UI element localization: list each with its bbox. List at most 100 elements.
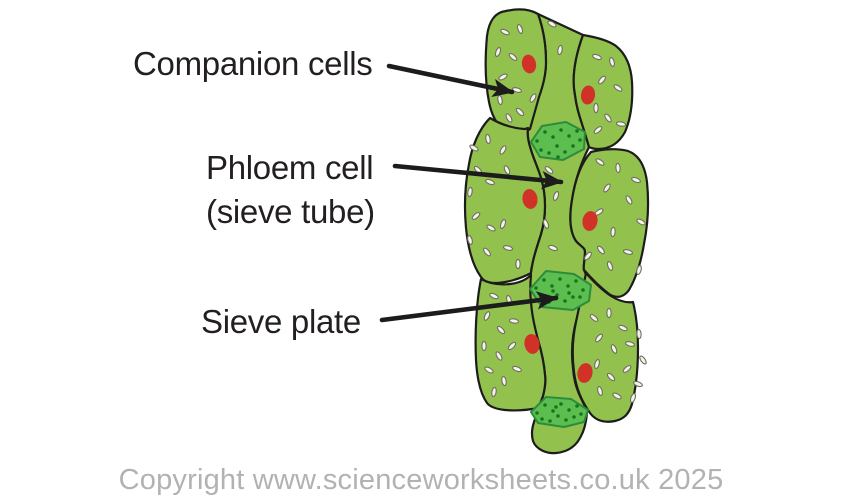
- organelle: [483, 311, 491, 321]
- organelle: [496, 325, 506, 335]
- organelle: [595, 158, 605, 166]
- nucleus: [522, 189, 538, 209]
- label-arrow: [392, 163, 564, 190]
- sieve-pore-dot: [543, 403, 547, 407]
- sieve-pore-dot: [556, 414, 560, 418]
- organelle: [603, 183, 611, 193]
- sieve-pore-dot: [567, 408, 571, 412]
- organelle: [604, 113, 612, 123]
- sieve-pore-dot: [563, 299, 567, 303]
- sieve-pore-dot: [564, 418, 568, 422]
- organelle: [622, 365, 632, 373]
- sieve-pore-dot: [535, 139, 539, 143]
- sieve-pore-dot: [558, 277, 562, 281]
- sieve-pore-dot: [554, 405, 558, 409]
- organelle: [610, 226, 616, 238]
- organelle: [499, 145, 507, 155]
- organelle: [622, 249, 634, 255]
- organelle: [505, 113, 513, 123]
- nucleus: [582, 211, 598, 231]
- sieve-pore-dot: [572, 415, 576, 419]
- sieve-pore-dot: [567, 291, 571, 295]
- organelle: [501, 375, 507, 387]
- sieve-pore-dot: [581, 288, 585, 292]
- nucleus: [580, 85, 596, 105]
- sieve-pore-dot: [578, 138, 582, 142]
- organelle: [552, 191, 560, 201]
- sieve-pore-dot: [551, 409, 555, 413]
- organelle: [633, 380, 643, 388]
- label-phloem-cell-line2: (sieve tube): [206, 193, 375, 230]
- sieve-pore-dot: [535, 411, 539, 415]
- sieve-pore-dot: [556, 155, 560, 159]
- label-companion-cells: Companion cells: [133, 45, 373, 82]
- organelle: [481, 340, 487, 352]
- organelle: [593, 126, 603, 134]
- organelle: [618, 324, 628, 332]
- organelle: [491, 386, 497, 398]
- organelle: [515, 258, 521, 270]
- organelle: [467, 234, 473, 246]
- organelle: [486, 224, 496, 232]
- cell-bottom-right: [571, 271, 640, 423]
- organelle: [547, 20, 557, 28]
- organelle: [629, 393, 637, 403]
- sieve-pore-dot: [563, 150, 567, 154]
- organelle: [499, 219, 507, 229]
- sieve-pore-dot: [575, 404, 579, 408]
- organelle: [624, 341, 636, 347]
- organelle: [542, 219, 550, 229]
- label-arrow: [379, 291, 559, 323]
- organelle: [557, 44, 563, 56]
- nucleus: [521, 54, 537, 74]
- organelle: [485, 178, 495, 186]
- label-phloem-cell: Phloem cell (sieve tube): [206, 146, 375, 234]
- organelle: [484, 366, 494, 374]
- organelle: [503, 165, 511, 175]
- cell-top-right: [572, 33, 634, 151]
- organelle: [598, 75, 606, 85]
- organelle: [606, 261, 614, 271]
- organelle: [516, 24, 524, 34]
- organelle: [595, 333, 603, 343]
- organelle: [625, 195, 633, 205]
- label-arrow: [386, 63, 515, 98]
- organelle: [589, 314, 599, 322]
- organelle: [489, 292, 499, 300]
- organelle: [636, 264, 642, 276]
- organelle: [615, 121, 627, 127]
- organelle: [469, 144, 479, 152]
- organelle: [609, 56, 615, 68]
- nucleus: [577, 363, 593, 383]
- organelle: [500, 28, 510, 36]
- organelle: [606, 307, 612, 319]
- cell-bottom-left: [474, 273, 547, 412]
- organelle: [613, 84, 623, 92]
- sieve-pore-dot: [574, 279, 578, 283]
- organelle: [639, 355, 647, 365]
- organelle: [636, 328, 642, 340]
- sieve-pore-dot: [540, 417, 544, 421]
- sieve-pore-dot: [543, 130, 547, 134]
- sieve-pore-dot: [566, 284, 570, 288]
- organelle: [612, 392, 622, 400]
- organelle: [508, 53, 518, 61]
- sieve-pore-dot: [579, 412, 583, 416]
- label-phloem-cell-line1: Phloem cell: [206, 149, 374, 186]
- organelle: [597, 245, 605, 255]
- organelle: [494, 47, 502, 57]
- organelle: [594, 358, 600, 370]
- organelle: [502, 245, 514, 251]
- organelle: [483, 247, 491, 257]
- sieve-pore-dot: [547, 151, 551, 155]
- organelle: [495, 351, 503, 361]
- organelle: [610, 344, 618, 354]
- sieve-pore-dot: [548, 419, 552, 423]
- sieve-pore-dot: [551, 289, 555, 293]
- organelle: [512, 365, 522, 373]
- organelle: [467, 186, 473, 198]
- organelle: [636, 218, 646, 226]
- organelle: [485, 133, 491, 145]
